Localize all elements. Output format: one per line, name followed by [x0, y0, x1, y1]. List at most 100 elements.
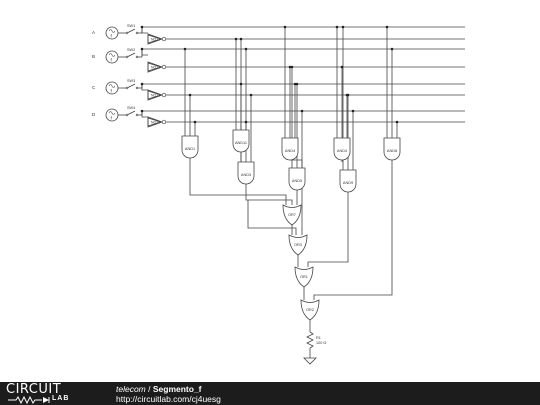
or-gate-body	[300, 299, 320, 321]
wire	[141, 49, 148, 56]
junction-dot	[340, 65, 344, 69]
schematic-diagram: fASW1NOT1fBSW2NOT2fCSW3NOT3fDSW4NOT4AND1…	[92, 24, 465, 365]
input-stage-a: f	[105, 26, 167, 45]
wire	[126, 110, 136, 116]
input-label-c: C	[92, 85, 96, 90]
source-icon	[105, 81, 119, 95]
and-gate-body	[383, 137, 401, 161]
footer-bar: CIRCUIT LAB telecom / Segmento_f http://…	[0, 382, 540, 405]
resistor-value: 100 Ω	[316, 341, 326, 345]
components: fASW1NOT1fBSW2NOT2fCSW3NOT3fDSW4NOT4AND1…	[92, 24, 401, 365]
wire	[141, 27, 148, 34]
switch-contact	[125, 86, 129, 90]
junction-dot	[140, 25, 144, 29]
source-icon	[105, 26, 119, 40]
switch-label: SW1	[127, 24, 135, 28]
source-symbol: f	[111, 89, 113, 94]
switch-contact	[135, 113, 139, 117]
input-stage-c: f	[105, 81, 167, 101]
junction-dot	[300, 109, 304, 113]
or-gate-or1	[294, 266, 314, 288]
inverter-gate	[147, 116, 164, 128]
and-gate-label: AND4	[337, 149, 347, 153]
switch-contact	[125, 55, 129, 59]
circuitlab-logo[interactable]: CIRCUIT LAB	[6, 383, 96, 405]
or-gate-body	[282, 204, 302, 226]
or-gate-or3	[288, 234, 308, 256]
wire	[313, 160, 393, 300]
junction-dot	[346, 93, 350, 97]
wire	[290, 159, 303, 235]
and-gate-body	[333, 137, 351, 161]
source-icon	[105, 50, 119, 64]
source-symbol: f	[111, 34, 113, 39]
junction-dot	[295, 82, 299, 86]
or-gate-or2	[300, 299, 320, 321]
and-gate-body	[288, 167, 306, 191]
owner-link[interactable]: telecom	[116, 384, 146, 394]
inverter-label: NOT3	[151, 93, 160, 97]
and-gate-and9	[339, 169, 357, 193]
junction-dot	[351, 109, 355, 113]
wire	[141, 111, 148, 118]
and-gate-and4	[281, 137, 299, 161]
junction-dot	[244, 47, 248, 51]
junction-dot	[341, 25, 345, 29]
inverter-bubble	[161, 64, 167, 70]
and-gate-and8	[383, 137, 401, 161]
junction-dot	[239, 82, 243, 86]
or-gate-body	[294, 266, 314, 288]
junction-dot	[183, 47, 187, 51]
and-gate-label: AND11	[235, 141, 247, 145]
junction-dot	[249, 93, 253, 97]
or-gate-label: OR7	[288, 213, 296, 217]
or-gate-label: OR3	[294, 243, 302, 247]
junction-dot	[395, 120, 399, 124]
junction-dot	[239, 37, 243, 41]
pulse-glyph	[108, 53, 116, 57]
junction-dot	[288, 65, 292, 69]
and-gate-body	[232, 129, 250, 153]
junction-dot	[335, 25, 339, 29]
title-separator: /	[145, 384, 153, 394]
input-stage-b: f	[105, 50, 167, 73]
junction-dot	[140, 47, 144, 51]
and-gate-and3	[237, 161, 255, 185]
inverter-label: NOT4	[151, 120, 160, 124]
input-label-d: D	[92, 112, 96, 117]
and-gate-and5	[288, 167, 306, 191]
junction-dot	[140, 82, 144, 86]
and-gate-body	[237, 161, 255, 185]
circuit-title: telecom / Segmento_f	[116, 384, 202, 394]
and-gate-body	[181, 135, 199, 159]
wire	[126, 52, 136, 58]
wire	[126, 28, 136, 34]
resistor-r1	[306, 331, 314, 349]
wire	[126, 83, 136, 89]
source-symbol: f	[111, 116, 113, 121]
logo-lab-text: LAB	[52, 395, 70, 402]
wire	[247, 200, 297, 235]
switch-contact	[125, 31, 129, 35]
wire	[141, 84, 148, 91]
inverter-bubble	[161, 92, 167, 98]
wire	[307, 192, 349, 267]
junction-dot	[234, 37, 238, 41]
wires	[118, 26, 465, 358]
logo-resistor-icon	[8, 396, 50, 404]
and-gate-body	[281, 137, 299, 161]
junction-dot	[244, 120, 248, 124]
switch-contact	[135, 31, 139, 35]
or-gate-or7	[282, 204, 302, 226]
input-label-b: B	[92, 54, 95, 59]
circuit-name: Segmento_f	[152, 384, 202, 394]
junction-dots	[140, 25, 399, 124]
switch-label: SW3	[127, 79, 135, 83]
junction-dot	[140, 109, 144, 113]
circuit-url[interactable]: http://circuitlab.com/cj4uesg	[116, 394, 221, 404]
and-gate-body	[339, 169, 357, 193]
pulse-glyph	[108, 84, 116, 88]
pulse-glyph	[108, 29, 116, 33]
junction-dot	[385, 25, 389, 29]
